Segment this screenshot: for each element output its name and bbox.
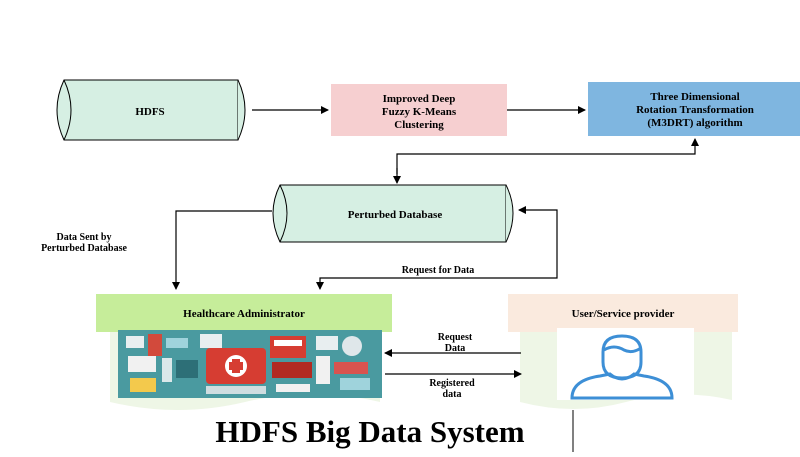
request-for-data-label: Request for Data [402, 265, 475, 276]
user-icon [570, 334, 674, 400]
arrow-request-for-data [316, 262, 558, 290]
registered-data-label-1: Registered [429, 378, 475, 389]
registered-data-label-2: data [443, 389, 462, 400]
data-sent-label-2: Perturbed Database [41, 243, 127, 254]
request-data-label-1: Request [438, 332, 473, 343]
m3drt-label-2: Rotation Transformation [636, 104, 754, 116]
healthcare-administrator-label: Healthcare Administrator [183, 308, 305, 320]
healthcare-administrator-node: Healthcare Administrator [96, 294, 392, 410]
diagram-title: HDFS Big Data System [215, 414, 525, 449]
request-data-label-2: Data [445, 343, 466, 354]
arrow-m3drt-perturbed-line [396, 150, 696, 174]
clustering-node: Improved Deep Fuzzy K-Means Clustering [331, 84, 507, 136]
user-service-provider-node: User/Service provider [508, 294, 738, 409]
m3drt-node: Three Dimensional Rotation Transformatio… [588, 82, 800, 136]
user-avatar-panel [557, 328, 694, 400]
arrow-request-to-db [518, 206, 558, 262]
hdfs-node: HDFS [56, 79, 246, 141]
arrow-data-sent [172, 210, 272, 290]
perturbed-database-node: Perturbed Database [272, 184, 514, 243]
clustering-label-1: Improved Deep [383, 93, 456, 105]
m3drt-label-1: Three Dimensional [650, 91, 739, 103]
data-sent-label-1: Data Sent by [56, 232, 111, 243]
clustering-label-3: Clustering [394, 119, 444, 131]
hdfs-label: HDFS [135, 106, 164, 118]
user-service-provider-label: User/Service provider [572, 308, 675, 320]
perturbed-database-label: Perturbed Database [348, 209, 443, 221]
clustering-label-2: Fuzzy K-Means [382, 106, 457, 118]
m3drt-label-3: (M3DRT) algorithm [647, 117, 742, 129]
